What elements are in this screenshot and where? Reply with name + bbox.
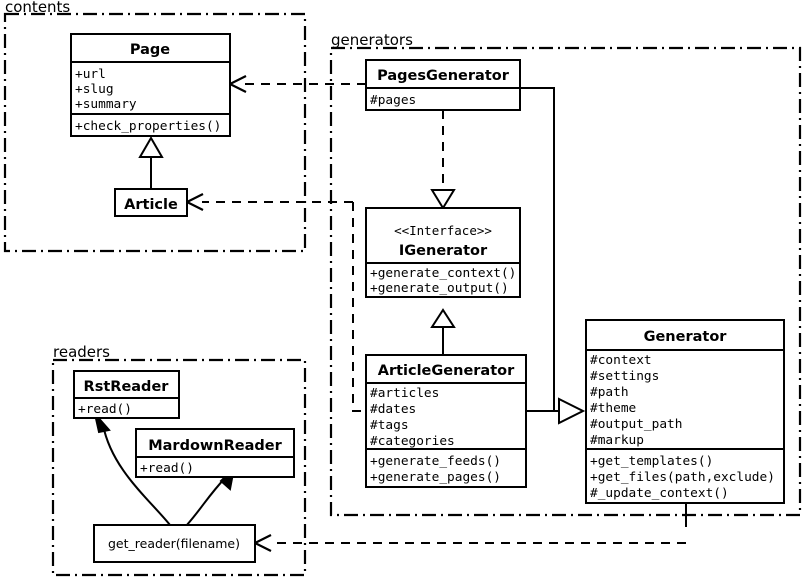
class-pagesgenerator-title: PagesGenerator — [377, 68, 510, 84]
class-page-frame — [70, 33, 231, 137]
open-arrowhead-icon — [227, 75, 247, 93]
class-articlegenerator-operation: +generate_feeds() — [370, 454, 501, 469]
class-generator-operation: +get_files(path,exclude) — [590, 470, 775, 485]
open-arrowhead-icon — [252, 534, 272, 552]
class-igenerator-title: IGenerator — [399, 243, 488, 259]
class-rstreader-frame — [73, 370, 180, 419]
class-box-article[interactable]: Article — [114, 188, 188, 217]
class-articlegenerator-operation: +generate_pages() — [370, 470, 501, 485]
class-box-generator[interactable]: Generator #context #settings #path #them… — [585, 319, 785, 504]
class-page-attribute: +slug — [75, 82, 114, 97]
package-readers-border — [51, 358, 307, 577]
class-box-articlegenerator[interactable]: ArticleGenerator #articles #dates #tags … — [365, 354, 527, 488]
hollow-triangle-icon — [558, 397, 586, 425]
class-mardownreader-frame — [135, 428, 295, 478]
class-generator-title: Generator — [644, 329, 728, 345]
class-mardownreader-title: MardownReader — [148, 438, 282, 454]
package-readers: readers — [51, 343, 307, 577]
hollow-triangle-icon — [138, 136, 164, 158]
dependency-pagesgenerator-to-page — [227, 75, 366, 93]
class-igenerator-operation: +generate_context() — [370, 266, 516, 281]
association-line-pagesgenerator — [520, 87, 555, 412]
class-page-attribute: +summary — [75, 97, 137, 112]
hollow-triangle-icon — [430, 308, 456, 328]
class-box-mardownreader[interactable]: MardownReader +read() — [135, 428, 295, 478]
curved-line — [102, 424, 171, 526]
function-get-reader-frame — [93, 524, 256, 563]
class-page-title: Page — [130, 42, 170, 58]
class-page-operation: +check_properties() — [75, 119, 221, 134]
package-contents-border — [3, 12, 307, 253]
hollow-triangle-icon — [430, 189, 456, 210]
class-box-pagesgenerator[interactable]: PagesGenerator #pages — [365, 59, 521, 111]
open-arrowhead-icon — [184, 193, 204, 211]
package-generators-label: generators — [331, 31, 413, 49]
class-articlegenerator-frame — [365, 354, 527, 488]
class-igenerator-stereotype: <<Interface>> — [394, 223, 492, 238]
realization-pagesgenerator-to-igenerator — [430, 110, 456, 210]
class-rstreader-title: RstReader — [84, 379, 170, 395]
generalization-article-to-page — [138, 136, 164, 189]
class-articlegenerator-attribute: #categories — [370, 434, 455, 449]
class-page-attribute: +url — [75, 67, 106, 82]
class-article-frame — [114, 188, 188, 217]
package-generators: generators — [329, 31, 802, 517]
class-generator-operation: +get_templates() — [590, 454, 713, 469]
dependency-articlegenerator-to-article — [184, 193, 366, 412]
class-articlegenerator-attribute: #articles — [370, 386, 439, 401]
class-articlegenerator-attribute: #tags — [370, 418, 409, 433]
class-pagesgenerator-frame — [365, 59, 521, 111]
dependency-generator-to-get-reader — [252, 503, 687, 552]
class-box-page[interactable]: Page +url +slug +summary +check_properti… — [70, 33, 231, 137]
class-mardownreader-operation: +read() — [140, 461, 194, 476]
class-generator-attribute: #theme — [590, 401, 636, 416]
function-box-get-reader[interactable]: get_reader(filename) — [93, 524, 256, 563]
class-articlegenerator-attribute: #dates — [370, 402, 416, 417]
class-generator-operation: #_update_context() — [590, 486, 729, 501]
class-box-rstreader[interactable]: RstReader +read() — [73, 370, 180, 419]
generalization-articlegenerator-to-igenerator — [430, 308, 456, 355]
class-pagesgenerator-attribute: #pages — [370, 93, 416, 108]
class-generator-attribute: #path — [590, 385, 629, 400]
package-contents-label: contents — [5, 0, 70, 16]
class-igenerator-operation: +generate_output() — [370, 281, 509, 296]
class-generator-attribute: #settings — [590, 369, 659, 384]
class-generator-attribute: #output_path — [590, 417, 682, 432]
package-contents: contents — [3, 0, 307, 253]
class-generator-attribute: #markup — [590, 433, 644, 448]
class-articlegenerator-title: ArticleGenerator — [378, 363, 515, 379]
class-generator-attribute: #context — [590, 353, 652, 368]
class-rstreader-operation: +read() — [78, 402, 132, 417]
function-get-reader-label: get_reader(filename) — [108, 536, 240, 551]
dependency-line-vertical — [352, 202, 366, 412]
class-article-title: Article — [124, 197, 178, 213]
curved-line — [185, 476, 227, 527]
package-readers-label: readers — [53, 343, 110, 361]
class-box-igenerator[interactable]: <<Interface>> IGenerator +generate_conte… — [365, 207, 521, 298]
class-igenerator-frame — [365, 207, 521, 298]
association-generators-to-generator — [520, 87, 586, 425]
package-generators-border — [329, 46, 802, 517]
